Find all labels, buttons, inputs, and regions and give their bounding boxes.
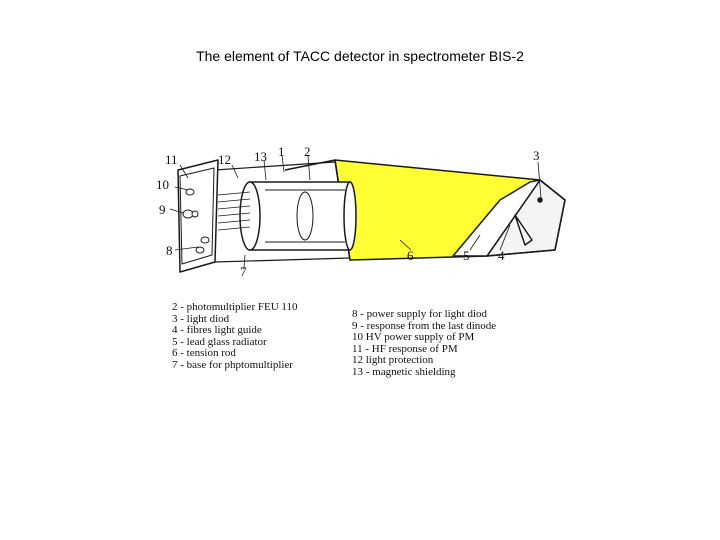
legend-item: 9 - response from the last dinode [352, 319, 497, 332]
legend-item: 12 light protection [352, 354, 434, 366]
callout-13: 13 [254, 149, 267, 164]
legend-item: 8 - power supply for light diod [352, 308, 488, 320]
legend-item: 11 - HF response of PM [352, 342, 458, 355]
callout-5: 5 [463, 248, 470, 263]
legend-right: 8 - power supply for light diod 9 - resp… [352, 308, 497, 378]
callout-4: 4 [498, 248, 505, 263]
fibres-light-guide [452, 179, 541, 257]
legend-item: 3 - light diod [172, 312, 230, 325]
callout-1: 1 [278, 144, 285, 159]
legend-item: 2 - photomultiplier FEU 110 [172, 301, 298, 313]
photomultiplier [296, 191, 314, 241]
tension-rod [214, 161, 336, 171]
legend-left: 2 - photomultiplier FEU 110 3 - light di… [172, 301, 298, 371]
legend-item: 7 - base for phptomultiplier [172, 358, 293, 371]
legend-item: 6 - tension rod [172, 347, 236, 359]
callout-12: 12 [218, 152, 231, 167]
callout-9: 9 [159, 202, 166, 217]
legend-item: 13 - magnetic shielding [352, 365, 456, 378]
callout-11: 11 [165, 152, 178, 167]
callout-8: 8 [166, 243, 173, 258]
callout-10: 10 [156, 177, 169, 192]
legend-item: 10 HV power supply of PM [352, 331, 475, 343]
callout-7: 7 [240, 264, 247, 279]
callout-6: 6 [407, 248, 414, 263]
legend-item: 4 - fibres light guide [172, 324, 262, 336]
callout-2: 2 [304, 144, 311, 159]
detector-drawing: 11 10 9 8 12 13 1 2 3 4 5 6 7 [156, 144, 566, 279]
legend-item: 5 - lead glass radiator [172, 335, 267, 348]
callout-3: 3 [533, 148, 540, 163]
light-diod [537, 197, 543, 203]
page-title: The element of TACC detector in spectrom… [196, 48, 524, 64]
